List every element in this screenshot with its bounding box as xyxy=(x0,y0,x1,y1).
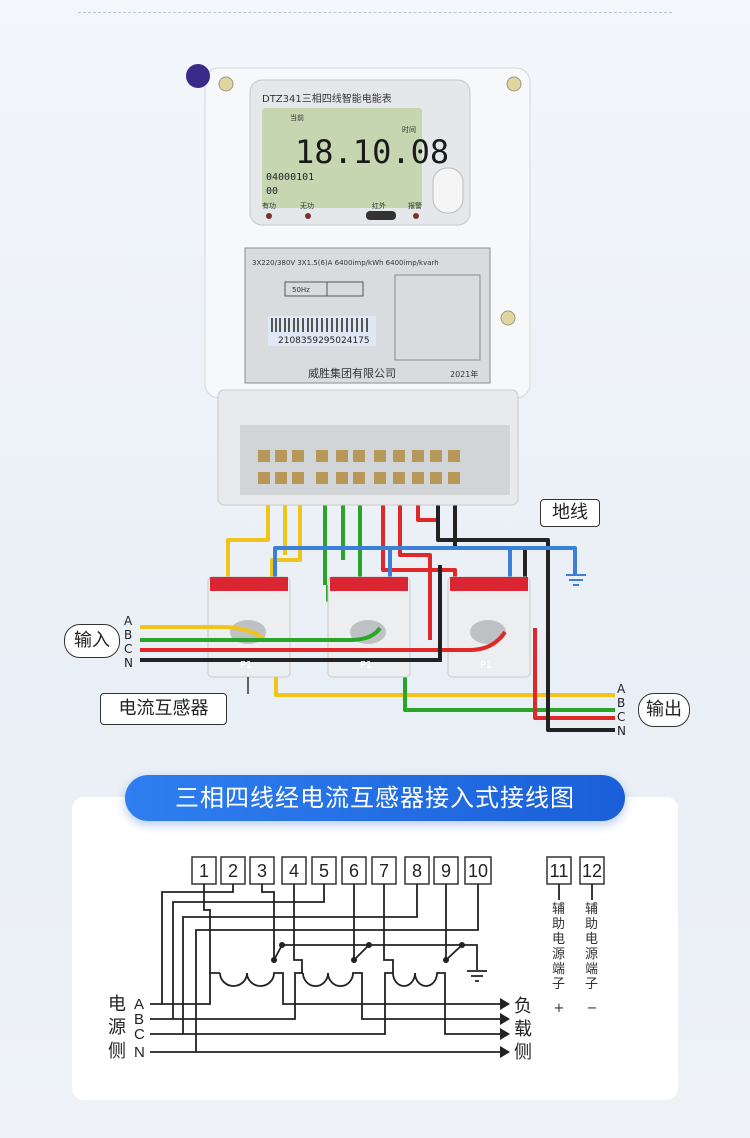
output-phase-c: C xyxy=(617,710,626,724)
ground-label: 地线 xyxy=(540,499,600,527)
lcd-label-time: 时间 xyxy=(402,125,416,134)
input-label: 输入 xyxy=(64,624,120,658)
aux-label-minus: 辅助电源端子 xyxy=(585,902,599,992)
output-label: 输出 xyxy=(638,693,690,727)
input-phase-n: N xyxy=(124,656,133,670)
barcode-number: 2108359295024175 xyxy=(278,336,370,346)
schematic-title: 三相四线经电流互感器接入式接线图 xyxy=(125,775,625,821)
aux-label-plus: 辅助电源端子 xyxy=(552,902,566,992)
input-phase-a: A xyxy=(124,614,133,628)
output-phase-b: B xyxy=(617,696,626,710)
indicator-infrared: 红外 xyxy=(372,201,386,210)
ct-label: 电流互感器 xyxy=(100,693,227,725)
meter-specs: 3X220/380V 3X1.5(6)A 6400imp/kWh 6400imp… xyxy=(252,259,439,267)
meter-frequency: 50Hz xyxy=(292,286,310,294)
input-phase-b: B xyxy=(124,628,133,642)
ct-a-p1: P1 xyxy=(240,660,252,671)
lcd-code2: 00 xyxy=(266,186,278,197)
indicator-reactive: 无功 xyxy=(300,201,314,210)
meter-model-title: DTZ341三相四线智能电能表 xyxy=(262,92,392,105)
ground-icon xyxy=(566,574,586,586)
lcd-main-reading: 18.10.08 xyxy=(295,133,449,171)
wire-red xyxy=(140,500,615,720)
lcd-label-current: 当前 xyxy=(290,113,304,122)
barcode xyxy=(271,318,368,332)
indicator-alarm: 报警 xyxy=(408,201,422,210)
ct-b-p1: P1 xyxy=(360,660,372,671)
output-phase-a: A xyxy=(617,682,626,696)
input-phase-c: C xyxy=(124,642,133,656)
meter-body xyxy=(186,64,531,506)
lcd-code1: 04000101 xyxy=(266,172,314,183)
meter-year: 2021年 xyxy=(450,369,478,379)
ct-c-p1: P1 xyxy=(480,660,492,671)
output-phase-n: N xyxy=(617,724,626,738)
wiring-illustration: DTZ341三相四线智能电能表 当前 时间 18.10.08 04000101 … xyxy=(140,64,615,732)
top-divider xyxy=(78,12,672,13)
meter-manufacturer: 威胜集团有限公司 xyxy=(308,366,396,380)
wire-yellow xyxy=(140,500,615,697)
indicator-active: 有功 xyxy=(262,201,276,210)
